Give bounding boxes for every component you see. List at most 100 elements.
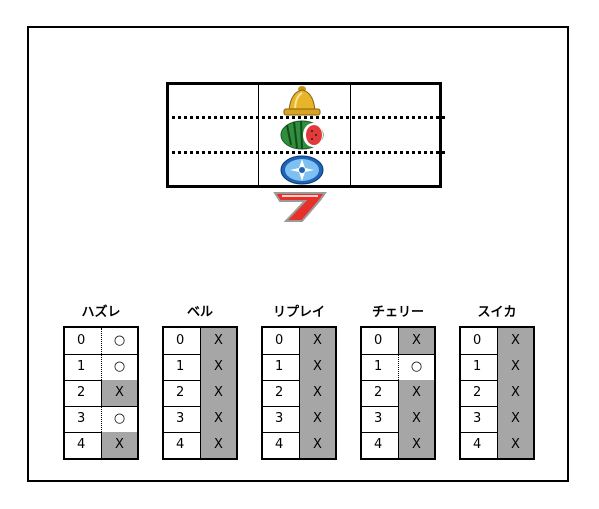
table-title: リプレイ bbox=[272, 305, 325, 320]
cell-divider bbox=[200, 354, 201, 380]
bell-icon bbox=[283, 86, 321, 116]
row-number: 3 bbox=[176, 411, 185, 426]
cell-divider bbox=[101, 380, 102, 406]
cell-divider bbox=[200, 406, 201, 432]
row-number: 4 bbox=[473, 437, 482, 452]
cell-divider bbox=[299, 380, 300, 406]
row-number: 4 bbox=[176, 437, 185, 452]
reel-divider bbox=[258, 85, 259, 185]
row-number: 1 bbox=[77, 359, 86, 374]
cell-divider bbox=[497, 432, 498, 458]
result-cross: X bbox=[399, 328, 434, 354]
row-number: 4 bbox=[374, 437, 383, 452]
row-number: 1 bbox=[275, 359, 284, 374]
payline bbox=[166, 116, 445, 119]
result-cross: X bbox=[102, 432, 137, 458]
table-title: チェリー bbox=[371, 305, 424, 320]
result-cross: X bbox=[300, 432, 335, 458]
row-number: 3 bbox=[275, 411, 284, 426]
cell-divider bbox=[101, 432, 102, 458]
cell-divider bbox=[398, 406, 399, 432]
row-number: 1 bbox=[176, 359, 185, 374]
result-cross: X bbox=[498, 328, 533, 354]
cell-divider bbox=[497, 380, 498, 406]
payline bbox=[166, 151, 445, 154]
seven-icon bbox=[273, 192, 327, 222]
result-circle: ○ bbox=[113, 411, 126, 426]
replay-icon bbox=[280, 155, 324, 185]
result-cross: X bbox=[399, 406, 434, 432]
row-number: 4 bbox=[275, 437, 284, 452]
cell-divider bbox=[497, 328, 498, 354]
result-cross: X bbox=[498, 354, 533, 380]
row-number: 1 bbox=[473, 359, 482, 374]
cell-divider bbox=[299, 406, 300, 432]
result-cross: X bbox=[201, 328, 236, 354]
row-number: 2 bbox=[374, 385, 383, 400]
cell-divider bbox=[299, 354, 300, 380]
result-cross: X bbox=[300, 406, 335, 432]
table-row: 3○ bbox=[65, 406, 137, 433]
cell-divider bbox=[200, 380, 201, 406]
cell-divider bbox=[398, 328, 399, 354]
cell-divider bbox=[101, 406, 102, 432]
reel-divider bbox=[350, 85, 351, 185]
table-title: スイカ bbox=[477, 305, 517, 320]
row-number: 0 bbox=[473, 333, 482, 348]
row-number: 0 bbox=[374, 333, 383, 348]
cell-divider bbox=[398, 354, 399, 380]
row-number: 2 bbox=[275, 385, 284, 400]
table-row: 1○ bbox=[65, 354, 137, 381]
cell-divider bbox=[398, 380, 399, 406]
result-cross: X bbox=[498, 406, 533, 432]
cell-divider bbox=[200, 328, 201, 354]
row-number: 1 bbox=[374, 359, 383, 374]
cell-divider bbox=[299, 432, 300, 458]
table-row: 1○ bbox=[362, 354, 434, 381]
cell-divider bbox=[398, 432, 399, 458]
result-cross: X bbox=[399, 380, 434, 406]
cell-divider bbox=[497, 354, 498, 380]
row-number: 2 bbox=[176, 385, 185, 400]
row-number: 2 bbox=[77, 385, 86, 400]
table-row: 0○ bbox=[65, 328, 137, 355]
result-cross: X bbox=[300, 328, 335, 354]
result-cross: X bbox=[201, 432, 236, 458]
result-cross: X bbox=[300, 354, 335, 380]
table-title: ハズレ bbox=[81, 305, 121, 320]
row-number: 2 bbox=[473, 385, 482, 400]
result-cross: X bbox=[498, 380, 533, 406]
row-number: 4 bbox=[77, 437, 86, 452]
table-title: ベル bbox=[186, 305, 213, 320]
row-number: 3 bbox=[77, 411, 86, 426]
row-number: 0 bbox=[275, 333, 284, 348]
result-cross: X bbox=[102, 380, 137, 406]
watermelon-icon bbox=[280, 120, 324, 150]
cell-divider bbox=[101, 354, 102, 380]
cell-divider bbox=[299, 328, 300, 354]
cell-divider bbox=[497, 406, 498, 432]
row-number: 0 bbox=[77, 333, 86, 348]
